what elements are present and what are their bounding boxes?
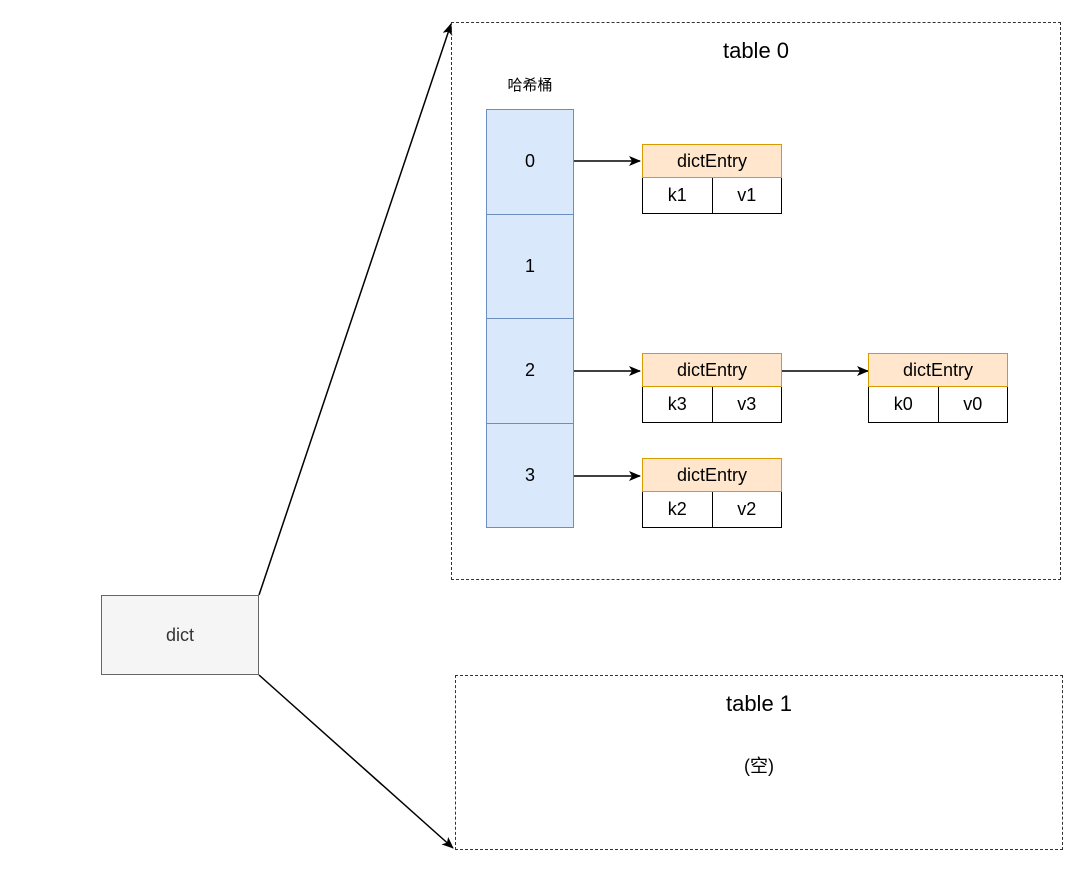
bucket-header: 哈希桶 xyxy=(507,77,553,94)
hash-bucket-column: 0 1 2 3 xyxy=(486,109,574,528)
arrow-dict-to-table0 xyxy=(258,23,453,596)
table0-title: table 0 xyxy=(722,38,790,63)
table1-empty-label: (空) xyxy=(744,756,774,776)
table1-title: table 1 xyxy=(725,691,793,716)
bucket-3: 3 xyxy=(524,465,535,486)
entry-value: v2 xyxy=(712,492,782,528)
dict-node: dict xyxy=(101,595,259,675)
entry-value: v1 xyxy=(712,178,782,214)
table0-frame: table 0 xyxy=(451,22,1061,580)
entry-key: k3 xyxy=(642,387,713,423)
entry-head: dictEntry xyxy=(642,144,782,178)
dict-entry-k0: dictEntry k0 v0 xyxy=(868,353,1008,423)
bucket-2: 2 xyxy=(487,319,573,424)
entry-key: k0 xyxy=(868,387,939,423)
entry-key: k1 xyxy=(642,178,713,214)
bucket-1: 1 xyxy=(487,215,573,319)
dict-entry-k1: dictEntry k1 v1 xyxy=(642,144,782,214)
bucket-0: 0 xyxy=(487,110,573,215)
entry-head: dictEntry xyxy=(642,353,782,387)
dict-entry-k3: dictEntry k3 v3 xyxy=(642,353,782,423)
table1-frame: table 1 (空) xyxy=(455,675,1063,850)
entry-head: dictEntry xyxy=(868,353,1008,387)
entry-value: v3 xyxy=(712,387,782,423)
dict-entry-k2: dictEntry k2 v2 xyxy=(642,458,782,528)
arrow-dict-to-table1 xyxy=(258,674,454,849)
entry-head: dictEntry xyxy=(642,458,782,492)
entry-value: v0 xyxy=(938,387,1008,423)
entry-key: k2 xyxy=(642,492,713,528)
